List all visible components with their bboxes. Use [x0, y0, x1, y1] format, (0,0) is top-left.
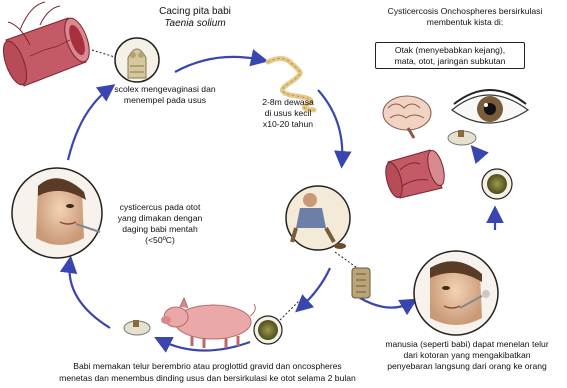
title-main: Cacing pita babi — [135, 6, 255, 18]
title-species: Taenia solium — [135, 18, 255, 30]
intestine-right — [383, 149, 448, 199]
scolex-text-1: scolex mengevaginasi dan — [95, 84, 235, 95]
cyst-location-box: Otak (menyebabkan kejang), mata, otot, j… — [375, 42, 525, 69]
cysticercus-bottom-icon — [124, 320, 150, 335]
egg-circle-bottom — [254, 300, 300, 344]
human-eating-circle — [414, 251, 498, 335]
arrow-squat-to-eggs — [300, 268, 330, 308]
arrow-eggs-to-human — [360, 298, 412, 308]
onchosphere-circle — [482, 169, 512, 199]
human-text-1: manusia (seperti babi) dapat menelan tel… — [368, 339, 566, 350]
cysticercus-text-3: daging babi mentah — [100, 224, 220, 235]
cysticercus-text-2: yang dimakan dengan — [100, 213, 220, 224]
scolex-circle — [115, 38, 159, 82]
eating-person-circle — [12, 168, 102, 258]
cyst-location-line-2: mata, otot, jaringan subkutan — [380, 56, 520, 67]
intestine-illustration — [0, 2, 118, 88]
scolex-text-2: menempel pada usus — [95, 95, 235, 106]
pig-text-1: Babi memakan telur berembrio atau proglo… — [20, 361, 395, 372]
adult-text-2: di usus kecil — [243, 108, 333, 119]
cysticercus-text-4: (<50ºC) — [100, 235, 220, 246]
small-cyst-icon — [448, 130, 476, 145]
pig-text-2: menetas dan menembus dinding usus dan be… — [20, 373, 395, 384]
brain-illustration — [383, 96, 431, 138]
arrow-scolex-to-adult — [175, 57, 262, 72]
proglottid-icons — [335, 252, 370, 298]
defecating-person-circle — [286, 186, 350, 250]
cyst-location-line-1: Otak (menyebabkan kejang), — [380, 45, 520, 56]
adult-text-1: 2-8m dewasa — [243, 97, 333, 108]
cysticercosis-text-1: Cysticercosis Onchospheres bersirkulasi — [365, 6, 565, 17]
cysticercus-text-1: cysticercus pada otot — [100, 202, 220, 213]
pig-illustration — [161, 298, 255, 348]
arrow-cyst-up — [475, 150, 482, 158]
adult-text-3: x10-20 tahun — [243, 119, 333, 130]
human-text-3: penyebaran langsung dari orang ke orang — [368, 361, 566, 372]
cysticercosis-text-2: membentuk kista di: — [365, 17, 565, 28]
human-text-2: dari kotoran yang mengakibatkan — [368, 350, 566, 361]
eye-illustration — [452, 90, 528, 123]
arrow-pig-to-cysticercus — [70, 262, 111, 328]
